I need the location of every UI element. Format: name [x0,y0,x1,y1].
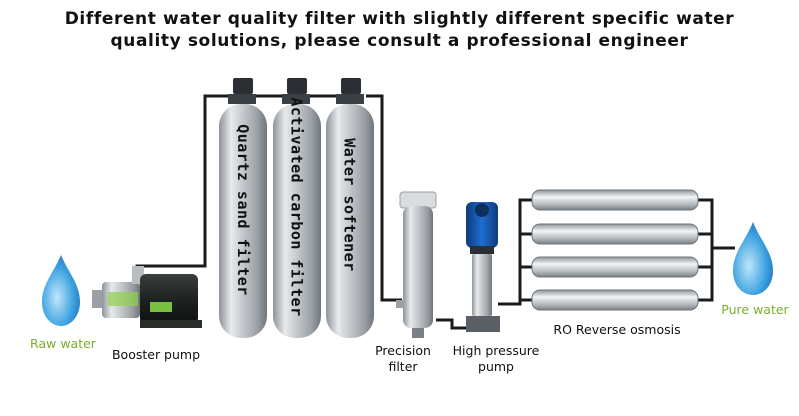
pipe-ro-outlet [698,198,714,302]
ro-membranes [531,189,699,311]
pipe-filter-to-pump [436,318,470,330]
tank-label-softener: Water softener [341,138,359,272]
precision-filter-label-1: Precision [375,343,431,358]
tank-label-quartz: Quartz sand filter [234,124,252,296]
precision-filter-icon [396,191,437,338]
page-title: Different water quality filter with slig… [0,8,799,52]
ro-membrane-1 [531,189,699,211]
ro-membrane-2 [531,223,699,245]
activated-carbon-tank-icon [273,78,321,338]
high-pressure-pump-label-1: High pressure [452,343,540,358]
tank-label-carbon: Activated carbon filter [288,97,306,317]
ro-membrane-3 [531,256,699,278]
raw-water-label: Raw water [30,336,96,351]
ro-membrane-4 [531,289,699,311]
high-pressure-pump-label-2: pump [478,359,514,374]
pipe-softener-to-filter [366,94,402,302]
quartz-sand-tank-icon [219,78,267,338]
title-line-2: quality solutions, please consult a prof… [110,31,689,51]
pure-water-label: Pure water [721,302,789,317]
pure-water-drop-icon [733,222,773,295]
title-line-1: Different water quality filter with slig… [64,9,735,29]
booster-pump-label: Booster pump [111,347,201,362]
high-pressure-pump-icon [466,202,500,332]
raw-water-drop-icon [42,255,80,326]
pipe-pump-to-ro [498,198,532,306]
water-softener-tank-icon [326,78,374,338]
booster-pump-icon [92,266,202,328]
precision-filter-label-2: filter [388,359,418,374]
ro-label: RO Reverse osmosis [553,322,681,337]
